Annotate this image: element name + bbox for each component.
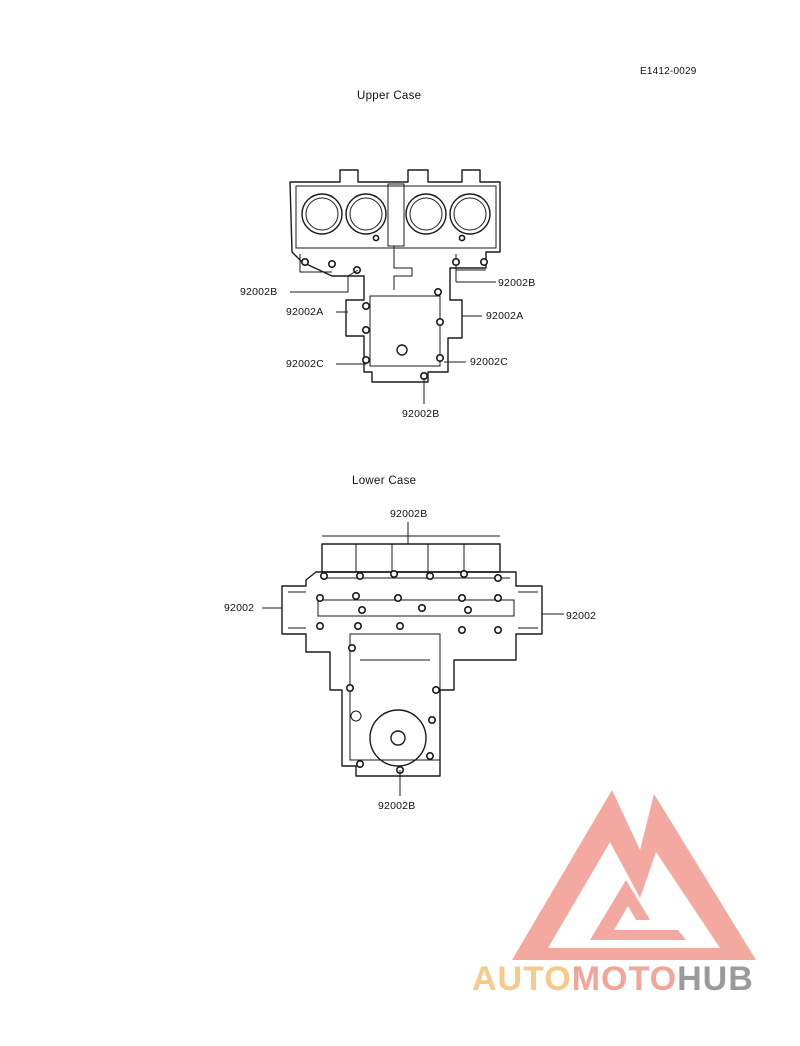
upper-label-bottom: 92002B: [402, 408, 440, 420]
upper-label-left-low: 92002C: [286, 358, 324, 370]
upper-label-right-mid: 92002A: [486, 310, 524, 322]
watermark-logo-icon: [512, 790, 756, 960]
upper-bolts: [300, 234, 488, 380]
upper-case-title: Upper Case: [357, 90, 422, 102]
upper-label-left-mid: 92002A: [286, 306, 324, 318]
lower-label-bottom: 92002B: [378, 800, 416, 812]
lower-label-top: 92002B: [390, 508, 428, 520]
upper-label-right-low: 92002C: [470, 356, 508, 368]
lower-case-drawing: [262, 522, 564, 796]
upper-label-right-top: 92002B: [498, 277, 536, 289]
watermark-auto: AUTO: [472, 960, 572, 998]
watermark-text: AUTOMOTOHUB: [472, 960, 754, 999]
lower-label-right: 92002: [566, 610, 597, 622]
figure-code: E1412-0029: [640, 66, 697, 77]
lower-case-title: Lower Case: [352, 475, 417, 487]
watermark-hub: HUB: [677, 960, 754, 998]
lower-label-left: 92002: [224, 602, 255, 614]
upper-case-drawing: [289, 169, 501, 404]
upper-label-left-top: 92002B: [240, 286, 278, 298]
lower-bolts: [315, 569, 502, 774]
watermark-moto: MOTO: [571, 960, 678, 998]
